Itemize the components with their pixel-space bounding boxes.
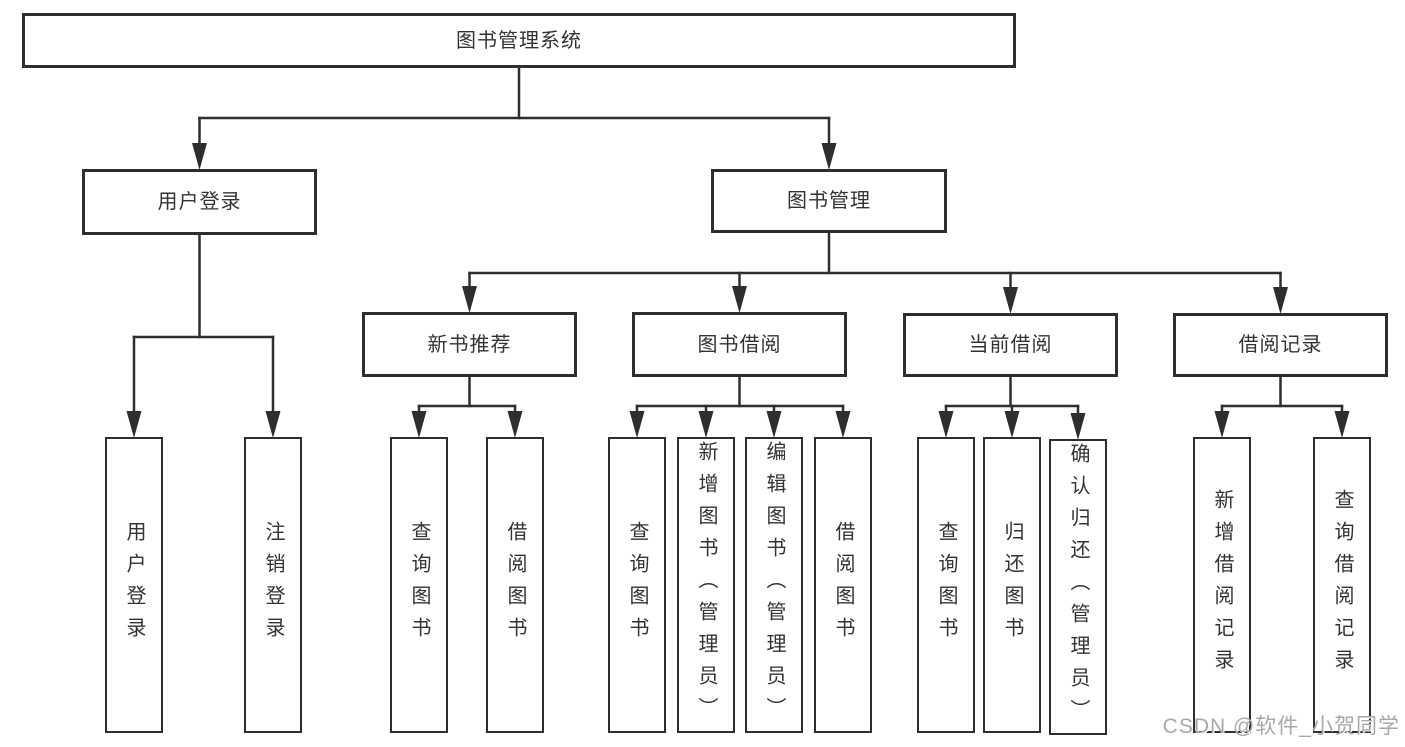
watermark: CSDN @软件_小贺同学 (1162, 715, 1400, 738)
node-label: 用户登录 (123, 521, 145, 649)
node-leaf-edit-book: 编辑图书（管理员） (745, 437, 803, 733)
node-label: 查询图书 (626, 521, 648, 649)
node-leaf-query-book-2: 查询图书 (608, 437, 666, 733)
node-label: 查询图书 (408, 521, 430, 649)
node-label: 图书管理系统 (456, 29, 582, 52)
node-book-management: 图书管理 (711, 169, 947, 233)
node-label: 注销登录 (262, 521, 284, 649)
node-new-book: 新书推荐 (362, 312, 577, 377)
node-label: 编辑图书（管理员） (763, 441, 785, 729)
node-label: 查询图书 (935, 521, 957, 649)
node-leaf-query-book-1: 查询图书 (390, 437, 448, 733)
node-label: 图书管理 (787, 190, 871, 212)
node-book-borrow: 图书借阅 (632, 312, 847, 377)
node-label: 确认归还（管理员） (1067, 443, 1089, 731)
node-leaf-borrow-book-1: 借阅图书 (486, 437, 544, 733)
node-label: 当前借阅 (968, 334, 1053, 356)
node-system-root: 图书管理系统 (22, 13, 1016, 68)
node-leaf-add-record: 新增借阅记录 (1193, 437, 1251, 733)
node-label: 用户登录 (157, 191, 242, 213)
node-leaf-borrow-book-2: 借阅图书 (814, 437, 872, 733)
node-leaf-query-record: 查询借阅记录 (1313, 437, 1371, 733)
node-borrow-record: 借阅记录 (1173, 313, 1388, 377)
node-leaf-logout: 注销登录 (244, 437, 302, 733)
node-label: 新书推荐 (427, 333, 512, 356)
node-leaf-add-book: 新增图书（管理员） (677, 437, 735, 733)
node-label: 查询借阅记录 (1331, 489, 1353, 681)
node-label: 借阅图书 (504, 521, 526, 649)
node-label: 新增借阅记录 (1211, 489, 1233, 681)
node-label: 新增图书（管理员） (695, 441, 717, 729)
node-user-login: 用户登录 (82, 169, 317, 235)
node-leaf-user-login: 用户登录 (105, 437, 163, 733)
node-leaf-confirm-return: 确认归还（管理员） (1049, 439, 1107, 735)
node-current-borrow: 当前借阅 (903, 313, 1118, 377)
node-leaf-return-book: 归还图书 (983, 437, 1041, 733)
node-label: 图书借阅 (697, 333, 782, 356)
node-label: 借阅记录 (1238, 334, 1323, 356)
node-leaf-query-book-3: 查询图书 (917, 437, 975, 733)
node-label: 归还图书 (1001, 521, 1023, 649)
node-label: 借阅图书 (832, 521, 854, 649)
